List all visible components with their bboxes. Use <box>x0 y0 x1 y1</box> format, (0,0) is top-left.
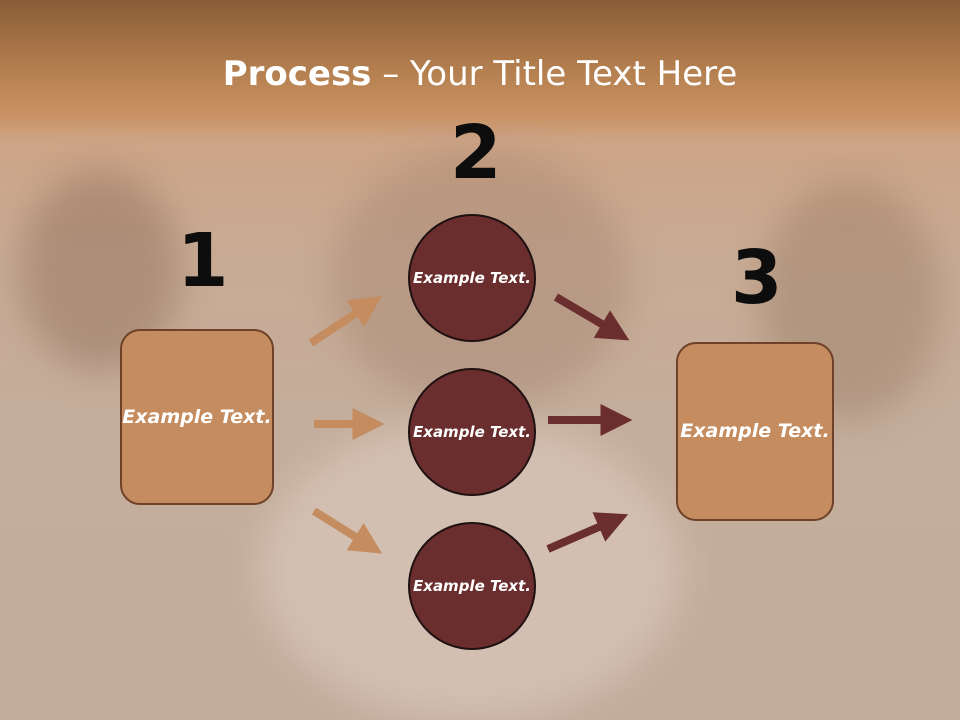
step-number-2: 2 <box>450 110 502 196</box>
step-number-3: 3 <box>731 235 783 321</box>
circle-top-text: Example Text. <box>413 268 531 287</box>
circle-bottom-text: Example Text. <box>413 576 531 595</box>
arrow-bottom-to-right <box>546 512 629 553</box>
right-box-text: Example Text. <box>680 420 830 442</box>
circle-middle: Example Text. <box>408 368 536 496</box>
title-rest: – Your Title Text Here <box>371 54 738 94</box>
arrow-left-to-top <box>308 296 383 347</box>
step-number-1: 1 <box>177 218 229 304</box>
slide-title: Process – Your Title Text Here <box>0 52 960 96</box>
arrow-left-to-bottom <box>311 507 383 554</box>
left-box-text: Example Text. <box>122 405 272 428</box>
title-bold: Process <box>222 54 372 94</box>
left-box: Example Text. <box>120 329 274 505</box>
arrow-top-to-right <box>553 293 630 341</box>
circle-bottom: Example Text. <box>408 522 536 650</box>
circle-top: Example Text. <box>408 214 536 342</box>
circle-middle-text: Example Text. <box>413 422 531 441</box>
right-box: Example Text. <box>676 342 834 521</box>
